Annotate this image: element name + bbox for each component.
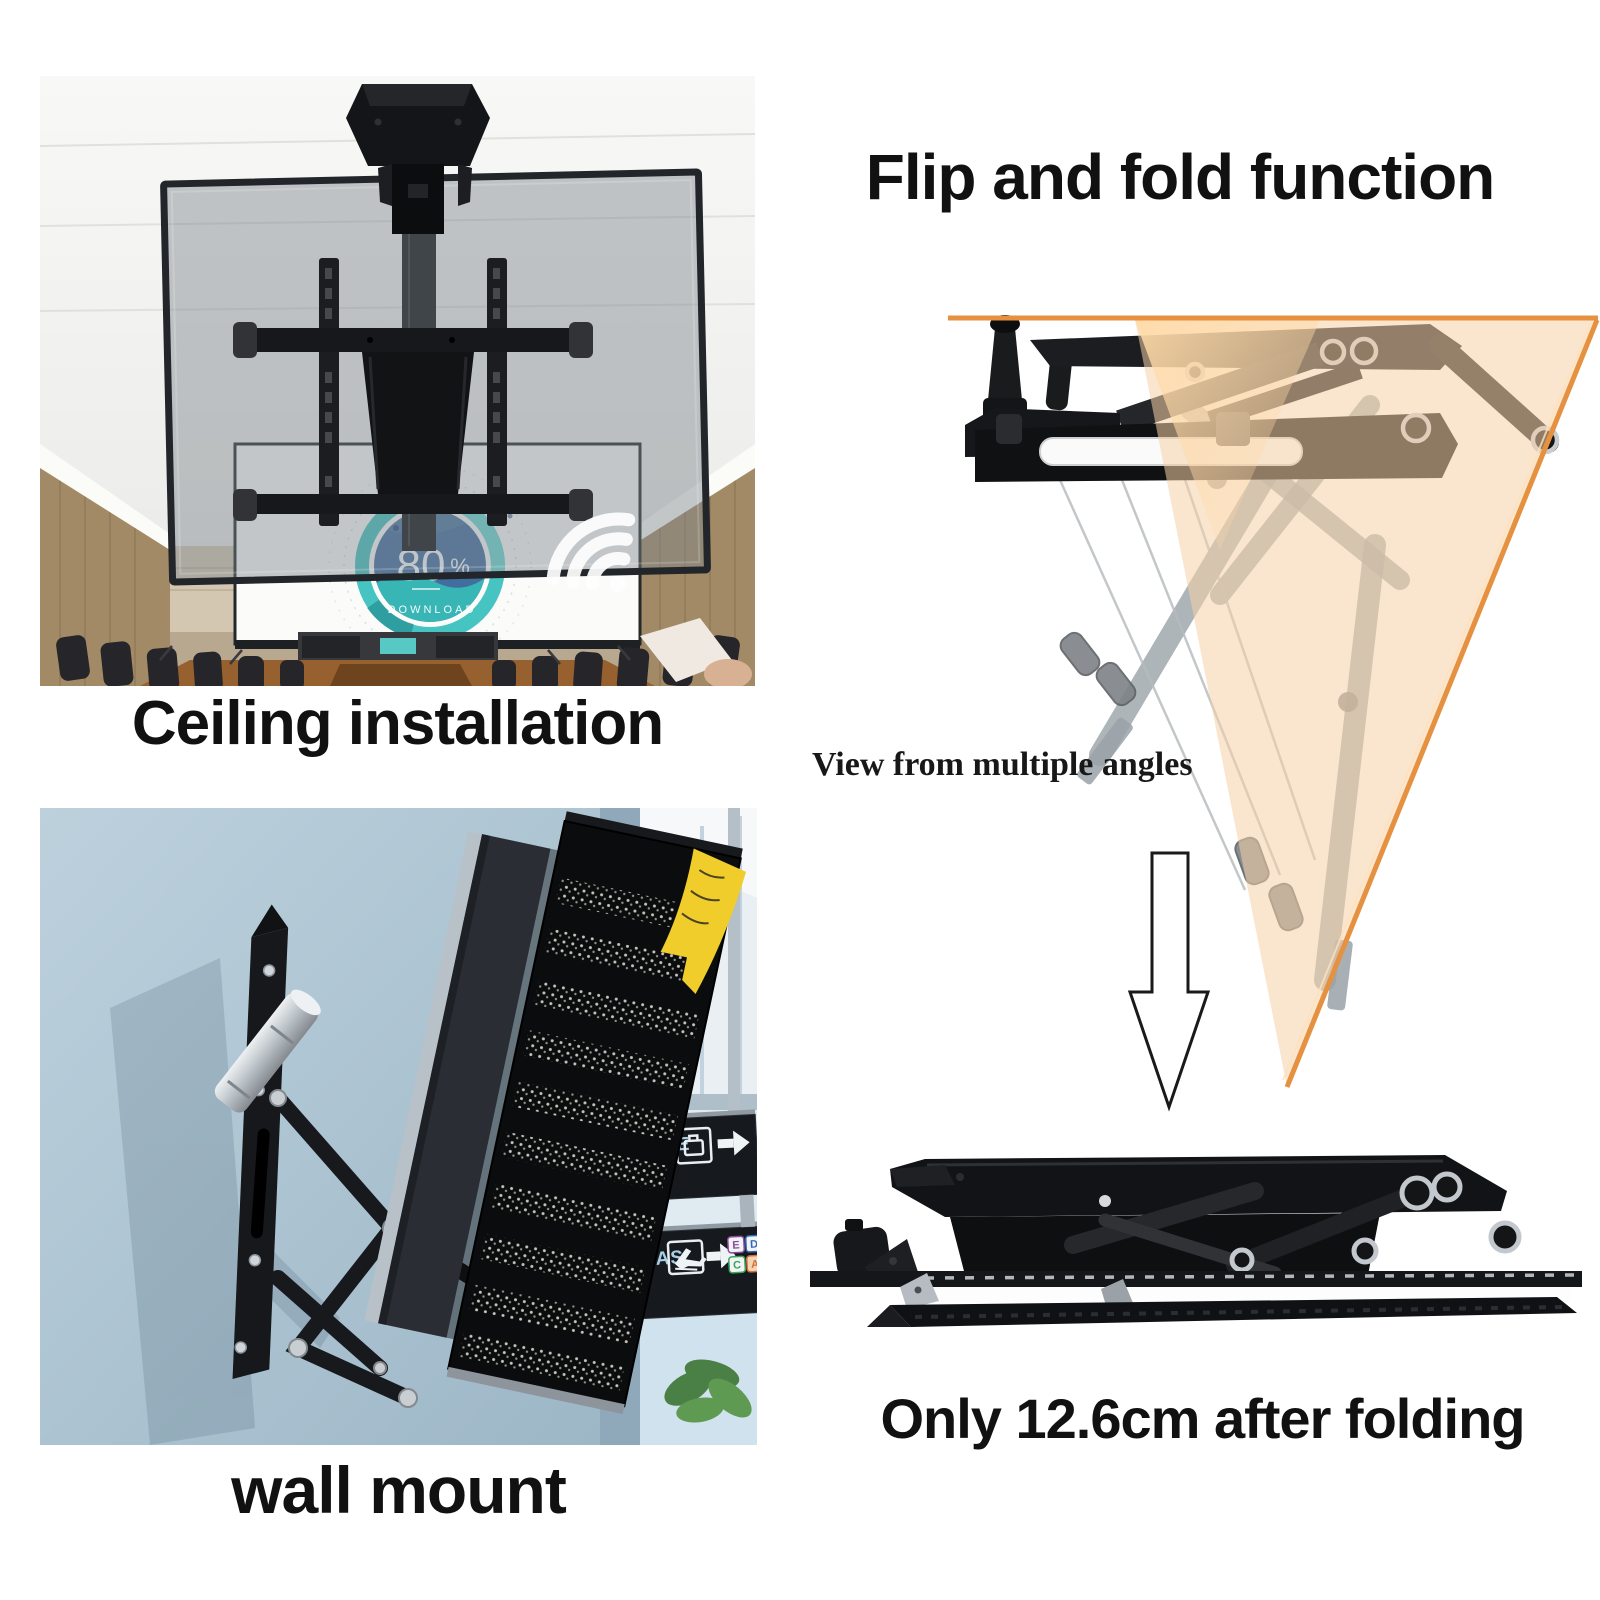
display-board [364,811,747,1415]
ceiling-plane-overlay [948,315,1600,1088]
ceiling-caption: Ceiling installation [131,689,664,758]
right-arrow-icon [717,1130,750,1156]
gas-strut [214,989,321,1113]
flip-fold-diagram [948,315,1600,1088]
plane-edge [1284,319,1600,1088]
ceiling-installation-photo: 80 % DOWNLOAD [40,76,755,686]
airplane-icon [666,1239,707,1276]
ceiling-bracket [346,84,490,234]
plant [664,1359,752,1423]
folded-caption: Only 12.6cm after folding [880,1387,1525,1450]
down-arrow-icon [1127,851,1211,1112]
wifi-icon [546,512,636,592]
wall-mount-caption: wall mount [231,1453,567,1527]
gate-badges: E D C A [727,1234,757,1274]
wall-mount-photo: EQUIPAJE BAGGAGE CLAIM SALIDAS [40,808,757,1445]
folded-mount [810,1155,1582,1327]
angles-note: View from multiple angles [812,746,1193,783]
flip-fold-title: Flip and fold function [865,141,1496,213]
flight-info-rows [458,877,700,1391]
folded-mount-photo [810,1155,1582,1327]
gate-badge-letter: D [750,1238,757,1250]
gate-badge-letter: C [733,1259,742,1271]
table-microphones [159,645,631,665]
progress-download-label: DOWNLOAD [388,604,477,616]
gate-badge-letter: A [751,1258,757,1270]
airport-scene: EQUIPAJE BAGGAGE CLAIM SALIDAS [40,808,757,1445]
gate-badge-letter: E [732,1239,740,1251]
vesa-mount [233,258,593,526]
conference-room-scene: 80 % DOWNLOAD [40,76,755,686]
hand-with-remote [640,618,752,686]
right-arrow-icon [706,1243,736,1269]
